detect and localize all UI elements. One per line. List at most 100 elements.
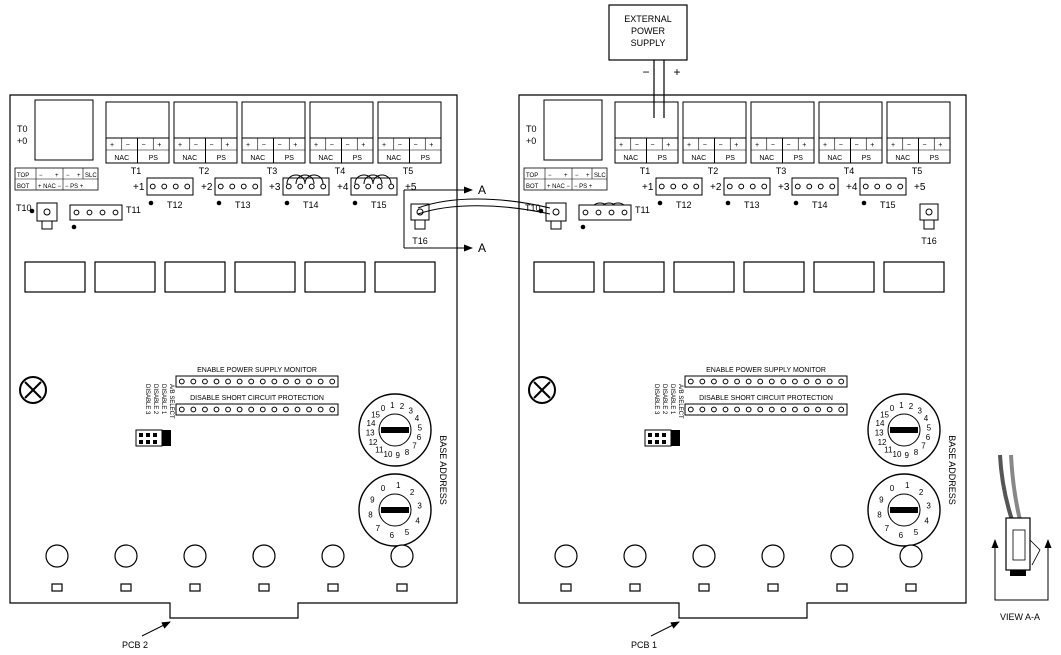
t10-label: T10 xyxy=(525,203,541,213)
header-t14-body xyxy=(282,177,330,196)
disable-short-header-pin xyxy=(306,406,312,413)
dip-switch-position xyxy=(655,433,659,437)
enable-monitor-header-body xyxy=(684,375,848,388)
dip-switch-block xyxy=(162,430,171,446)
enable-monitor-header xyxy=(684,375,848,388)
t10-label: T10 xyxy=(16,203,32,213)
header-t14-pin xyxy=(817,183,824,190)
address-dial-upper-digit: 2 xyxy=(909,402,914,411)
t11-header-pin xyxy=(86,209,93,216)
disable-short-header-pin xyxy=(826,406,833,413)
pcb-pointer-arrow xyxy=(650,621,680,637)
enable-monitor-header xyxy=(175,375,339,388)
disable-short-header-pin xyxy=(213,406,220,413)
legend-bot: BOT xyxy=(526,184,539,190)
nac-label: NAC xyxy=(759,155,774,162)
header-label-t13: T13 xyxy=(235,200,251,210)
terminal-label-t5: T5 xyxy=(403,166,414,176)
relay-component xyxy=(94,261,156,293)
terminal-block-body xyxy=(241,101,306,139)
t16-label: T16 xyxy=(921,236,937,246)
terminal-sign: + xyxy=(938,142,942,149)
enable-monitor-header-pin xyxy=(271,378,278,385)
address-dial-upper-digit: 13 xyxy=(875,429,884,438)
address-dial-upper-digit: 1 xyxy=(899,401,904,410)
pin1-marker xyxy=(861,200,867,206)
header-t15-pin xyxy=(388,183,395,190)
header-t12-pin xyxy=(693,183,700,190)
terminal-sign: + xyxy=(619,142,623,149)
disable-short-header-pin xyxy=(768,406,775,413)
legend-bot-ps: − PS + xyxy=(65,184,84,190)
address-dial-lower-digit: 4 xyxy=(924,517,929,526)
board-outline xyxy=(9,94,458,619)
header-t15-pin xyxy=(874,183,881,190)
enable-monitor-header-pin xyxy=(699,378,706,385)
header-t13-pin xyxy=(217,183,224,190)
header-t14-body xyxy=(791,177,839,196)
disable-short-header-pin xyxy=(259,406,266,413)
dip-switch-position xyxy=(153,440,157,444)
address-dial-upper-digit: 2 xyxy=(400,402,405,411)
terminal-label-t3: T3 xyxy=(776,166,787,176)
relay-component xyxy=(743,261,805,293)
relay-component xyxy=(24,261,86,293)
disable-short-header xyxy=(175,403,339,416)
disable-short-header-pin xyxy=(236,406,243,413)
terminal-sign: + xyxy=(110,142,114,149)
terminal-sign: + xyxy=(755,142,759,149)
view-label: VIEW A-A xyxy=(1000,612,1040,622)
base-address-label: BASE ADDRESS xyxy=(438,435,448,505)
t16-connector xyxy=(919,203,939,221)
t16-latch xyxy=(414,219,426,230)
t16-label: T16 xyxy=(412,236,428,246)
led-hole xyxy=(252,544,276,568)
pin1-marker xyxy=(284,200,290,206)
address-dial-upper-digit: 4 xyxy=(415,414,420,423)
t10-connector xyxy=(545,202,567,222)
disable-short-header-pin xyxy=(190,406,197,413)
header-t13-pin xyxy=(229,183,236,190)
terminal-sign: − xyxy=(635,142,639,149)
enable-monitor-header-pin xyxy=(202,378,208,385)
enable-monitor-header-pin xyxy=(283,378,289,385)
jumper-wire xyxy=(372,174,392,185)
header-label-t12: T12 xyxy=(167,200,183,210)
t11-label: T11 xyxy=(635,205,650,215)
dip-switch-position xyxy=(662,440,666,444)
t0-sublabel: +0 xyxy=(526,136,536,146)
relay-component xyxy=(813,261,875,293)
enable-monitor-header-pin xyxy=(792,378,798,385)
terminal-block-body xyxy=(818,101,883,139)
address-dial-lower-digit: 8 xyxy=(877,511,882,520)
header-t12-pin xyxy=(658,183,665,190)
header-t13-pin xyxy=(749,183,756,190)
led-hole xyxy=(390,544,414,568)
terminal-sign: + xyxy=(314,142,318,149)
led-indicator xyxy=(396,583,408,592)
disable-short-header-pin xyxy=(317,406,324,413)
t11-pin1-marker xyxy=(71,224,77,230)
header-t12-pin xyxy=(172,183,179,190)
led-indicator xyxy=(629,583,641,592)
enable-monitor-label: ENABLE POWER SUPPLY MONITOR xyxy=(706,367,826,374)
disable-short-header-pin xyxy=(734,406,740,413)
address-dial-lower-digit: 0 xyxy=(381,484,386,493)
address-dial-upper-digit: 10 xyxy=(384,450,393,459)
header-t15-pin xyxy=(376,183,383,190)
nac-label: NAC xyxy=(182,155,197,162)
t11-header-pin xyxy=(621,209,628,216)
header-t15 xyxy=(859,177,907,196)
dip-switch-position xyxy=(146,433,150,437)
t0-label: T0 xyxy=(526,124,537,134)
t0-block xyxy=(34,99,94,161)
address-dial-upper-digit: 7 xyxy=(412,442,417,451)
terminal-sign: − xyxy=(787,142,791,149)
enable-monitor-header-pin xyxy=(722,378,729,385)
t11-header-pin xyxy=(73,209,80,216)
header-t15-pin xyxy=(365,183,372,190)
